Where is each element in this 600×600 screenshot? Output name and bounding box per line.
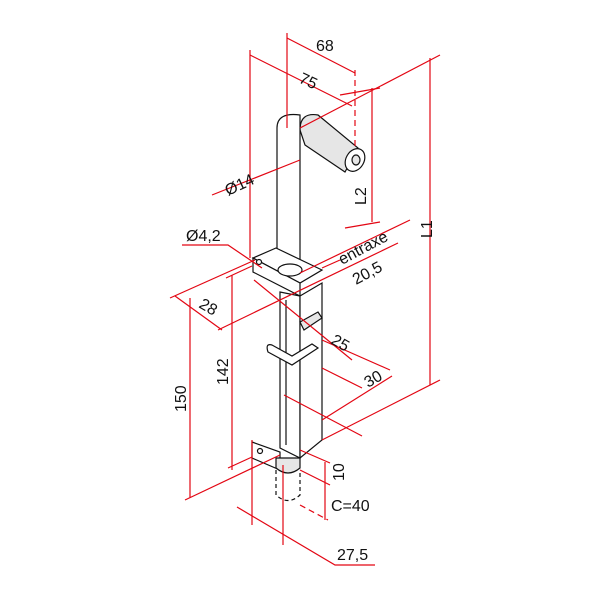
screw-hole-top — [255, 258, 263, 266]
label-dia14: Ø14 — [223, 171, 258, 199]
label-30: 30 — [362, 368, 386, 392]
hook — [266, 343, 320, 366]
pin-tip — [275, 457, 301, 474]
label-10: 10 — [331, 463, 348, 481]
pin-hole — [277, 263, 303, 277]
label-L2: L2 — [353, 187, 370, 205]
label-142: 142 — [215, 358, 232, 385]
label-68: 68 — [316, 38, 334, 55]
body-front — [279, 291, 301, 459]
label-L1: L1 — [419, 220, 436, 238]
label-dia4-2: Ø4,2 — [186, 228, 221, 245]
body-side — [299, 281, 323, 460]
pin-shaft — [276, 113, 301, 276]
label-entraxe: entraxe — [336, 228, 391, 268]
handle-end-hole — [351, 154, 361, 166]
side-knob — [299, 311, 323, 331]
label-27-5: 27,5 — [337, 547, 368, 564]
pin-extended-hidden — [275, 470, 301, 502]
label-c40: C=40 — [331, 498, 370, 515]
label-25: 25 — [328, 332, 352, 356]
bolt-part — [251, 113, 366, 502]
label-150: 150 — [173, 385, 190, 412]
screw-hole-bottom — [256, 447, 264, 455]
label-28: 28 — [196, 296, 220, 320]
label-75: 75 — [296, 70, 319, 93]
dimension-lines — [169, 33, 441, 566]
